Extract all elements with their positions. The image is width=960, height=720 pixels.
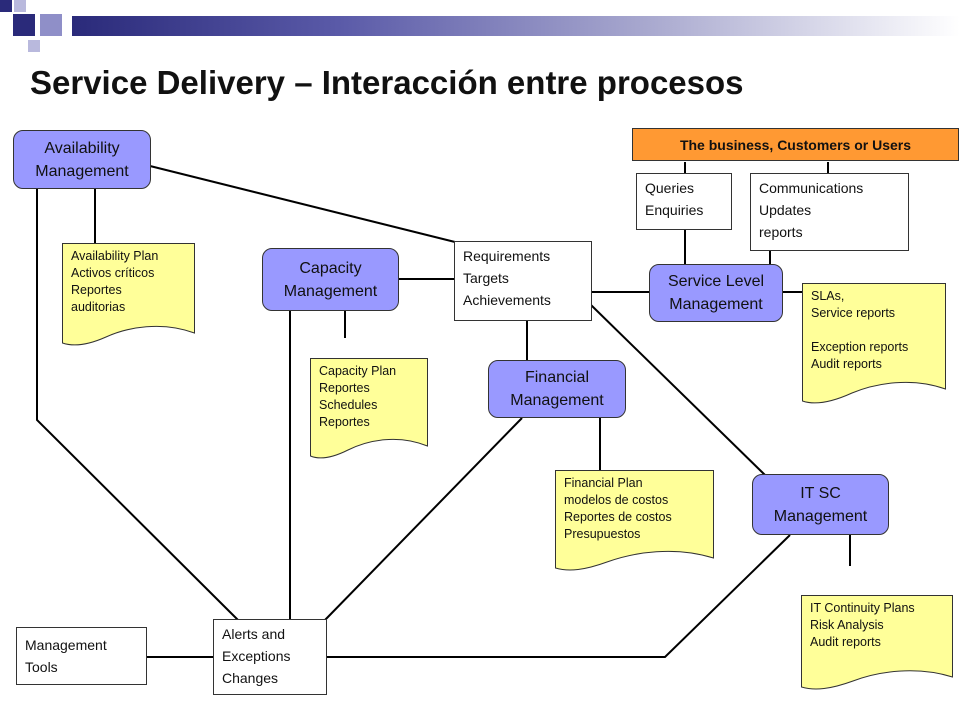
header-square-dark-large	[13, 14, 35, 36]
queries-box: Queries Enquiries	[636, 173, 732, 230]
line-availability-alerts	[36, 189, 239, 621]
header-square-bottom	[28, 40, 40, 52]
slas-document: SLAs, Service reports Exception reports …	[802, 283, 946, 408]
financial-plan-text: Financial Plan modelos de costos Reporte…	[564, 476, 672, 541]
requirements-box: Requirements Targets Achievements	[454, 241, 592, 321]
line-itsc-alerts	[326, 534, 791, 658]
business-customers-users-box: The business, Customers or Users	[632, 128, 959, 161]
header-square-light	[14, 0, 26, 12]
capacity-plan-text: Capacity Plan Reportes Schedules Reporte…	[319, 364, 397, 429]
header-square-dark	[0, 0, 12, 12]
slas-text: SLAs, Service reports Exception reports …	[811, 289, 909, 371]
management-tools-box: Management Tools	[16, 627, 147, 685]
line-financial-alerts	[324, 417, 523, 621]
availability-plan-document: Availability Plan Activos críticos Repor…	[62, 243, 195, 348]
capacity-plan-document: Capacity Plan Reportes Schedules Reporte…	[310, 358, 428, 463]
service-level-management-process: Service Level Management	[649, 264, 783, 322]
line-availability-requirements	[149, 165, 456, 243]
financial-management-process: Financial Management	[488, 360, 626, 418]
communications-box: Communications Updates reports	[750, 173, 909, 251]
line-requirements-itsc	[590, 304, 766, 476]
alerts-exceptions-box: Alerts and Exceptions Changes	[213, 619, 327, 695]
it-continuity-plans-document: IT Continuity Plans Risk Analysis Audit …	[801, 595, 953, 693]
capacity-management-process: Capacity Management	[262, 248, 399, 311]
it-continuity-plans-text: IT Continuity Plans Risk Analysis Audit …	[810, 601, 915, 649]
availability-management-process: Availability Management	[13, 130, 151, 189]
financial-plan-document: Financial Plan modelos de costos Reporte…	[555, 470, 714, 575]
page-title: Service Delivery – Interacción entre pro…	[30, 64, 744, 101]
it-sc-management-process: IT SC Management	[752, 474, 889, 535]
header-square-mid	[40, 14, 62, 36]
availability-plan-text: Availability Plan Activos críticos Repor…	[71, 249, 159, 314]
header-gradient-bar	[72, 16, 960, 36]
